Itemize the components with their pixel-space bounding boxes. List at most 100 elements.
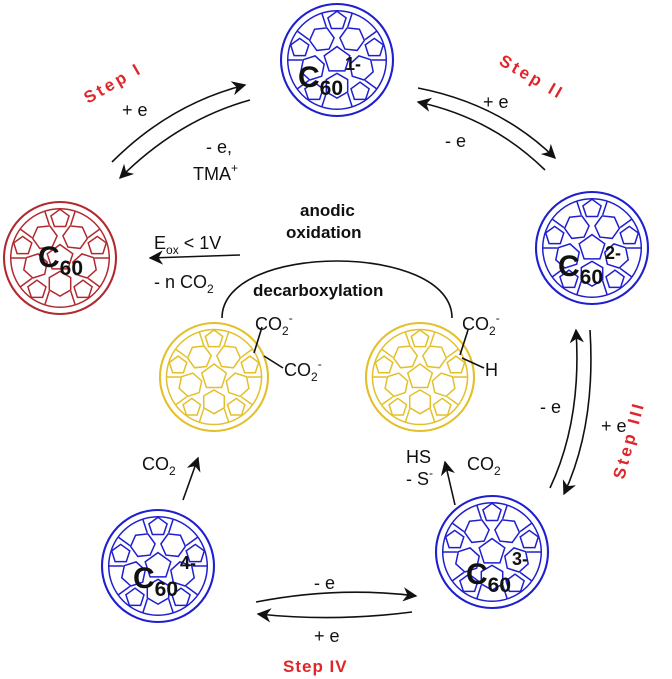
mono-h: H	[485, 360, 498, 380]
cage-bond	[404, 408, 411, 423]
cage-pentagon	[374, 355, 394, 374]
cage-hexagon	[431, 372, 456, 398]
cage-pentagon	[12, 235, 33, 255]
cage-bond	[142, 598, 149, 614]
cage-pentagon	[323, 45, 351, 72]
fullerene-c60-1minus	[279, 2, 395, 118]
cage-bond	[87, 228, 101, 239]
cage-bond	[69, 210, 76, 226]
cage-bond	[519, 522, 533, 533]
cage-pentagon	[478, 537, 506, 564]
step4-reverse-label: - e	[314, 573, 335, 593]
cage-hexagon	[160, 533, 187, 558]
cage-bond	[198, 408, 205, 423]
step2-arrows	[416, 87, 557, 171]
cage-pentagon	[204, 329, 224, 348]
cage-bond	[167, 518, 174, 534]
cage-pentagon	[605, 269, 625, 289]
cage-hexagon	[408, 389, 432, 415]
cage-bond	[117, 536, 131, 547]
cage-hexagon	[392, 345, 419, 369]
cage-bond	[198, 331, 205, 346]
cage-bond	[117, 585, 131, 596]
cage-hexagon	[594, 215, 621, 240]
fullerene-c60-3minus	[434, 494, 550, 610]
svg-text:2-: 2-	[605, 243, 621, 263]
cage-bond	[19, 277, 33, 288]
step1-tma-label: TMA+	[193, 161, 238, 184]
step3-arrows	[549, 328, 592, 496]
cage-bond	[296, 30, 310, 41]
cage-pentagon	[544, 225, 565, 245]
cage-bond	[346, 12, 353, 28]
cage-bond	[476, 504, 483, 520]
cage-bond	[381, 348, 394, 358]
cage-pentagon	[304, 81, 324, 101]
cage-outline	[434, 494, 550, 610]
cage-pentagon	[226, 397, 246, 416]
cage-bond	[364, 79, 378, 90]
cage-bond	[69, 290, 76, 306]
cage-hexagon	[225, 372, 250, 398]
cage-bond	[364, 30, 378, 41]
cage-outline	[364, 321, 476, 433]
cage-pentagon	[185, 543, 206, 563]
cage-outline	[534, 190, 650, 306]
cage-hexagon	[325, 72, 349, 99]
step2-reverse-label: - e	[445, 131, 466, 151]
cage-pentagon	[410, 329, 430, 348]
svg-text:C60: C60	[558, 250, 603, 289]
cage-bond	[619, 218, 633, 229]
cage-bond	[240, 396, 253, 406]
cage-hexagon	[603, 243, 630, 269]
dicarb-co2-bottom: CO2-	[284, 357, 322, 384]
step4-forward-label: + e	[314, 626, 340, 646]
cage-lines	[158, 321, 270, 433]
decarboxylation-label: decarboxylation	[253, 281, 383, 300]
monocarboxylate-adduct	[364, 321, 476, 433]
step3-label: Step III	[610, 399, 649, 481]
monocarboxylate-bonds	[459, 329, 485, 369]
step1-forward-label: + e	[122, 100, 148, 120]
cage-pentagon	[144, 551, 172, 578]
cage-hexagon	[339, 27, 366, 52]
cage-bond	[175, 396, 188, 406]
cage-bond	[476, 584, 483, 600]
cage-hexagon	[146, 578, 170, 605]
cage-bond	[44, 290, 51, 306]
cage-hexagon	[503, 547, 530, 573]
cage-hexagon	[421, 345, 448, 369]
cage-hexagon	[169, 561, 196, 587]
mono-co2: CO2-	[462, 311, 500, 338]
oxidation-label: oxidation	[286, 223, 362, 242]
cage-bond	[167, 598, 174, 614]
cage-pentagon	[505, 573, 525, 593]
cage-pentagon	[27, 279, 47, 299]
nco2-label: - n CO2	[154, 272, 214, 296]
cage-bond	[44, 210, 51, 226]
cage-hexagon	[202, 389, 226, 415]
cage-pentagon	[125, 587, 145, 607]
s-minus-label: - S-	[406, 466, 433, 489]
svg-text:C60: C60	[298, 61, 343, 100]
cage-pentagon	[350, 81, 370, 101]
label-c60-1minus: C60 1-	[298, 54, 361, 100]
cage-bond	[619, 267, 633, 278]
cage-bond	[501, 584, 508, 600]
cage-hexagon	[384, 372, 409, 398]
cage-bond	[185, 585, 199, 596]
label-c60-neutral: C60	[38, 241, 83, 280]
cage-bond	[404, 331, 411, 346]
step2-forward-label: + e	[483, 92, 509, 112]
cage-hexagon	[215, 345, 242, 369]
cage-hexagon	[186, 345, 213, 369]
step3-forward-label: + e	[601, 416, 627, 436]
svg-text:1-: 1-	[345, 54, 361, 74]
cage-pentagon	[289, 37, 310, 57]
cage-hexagon	[62, 225, 89, 250]
cage-bond	[576, 280, 583, 296]
cage-lines	[100, 508, 216, 624]
cage-pentagon	[364, 37, 385, 57]
